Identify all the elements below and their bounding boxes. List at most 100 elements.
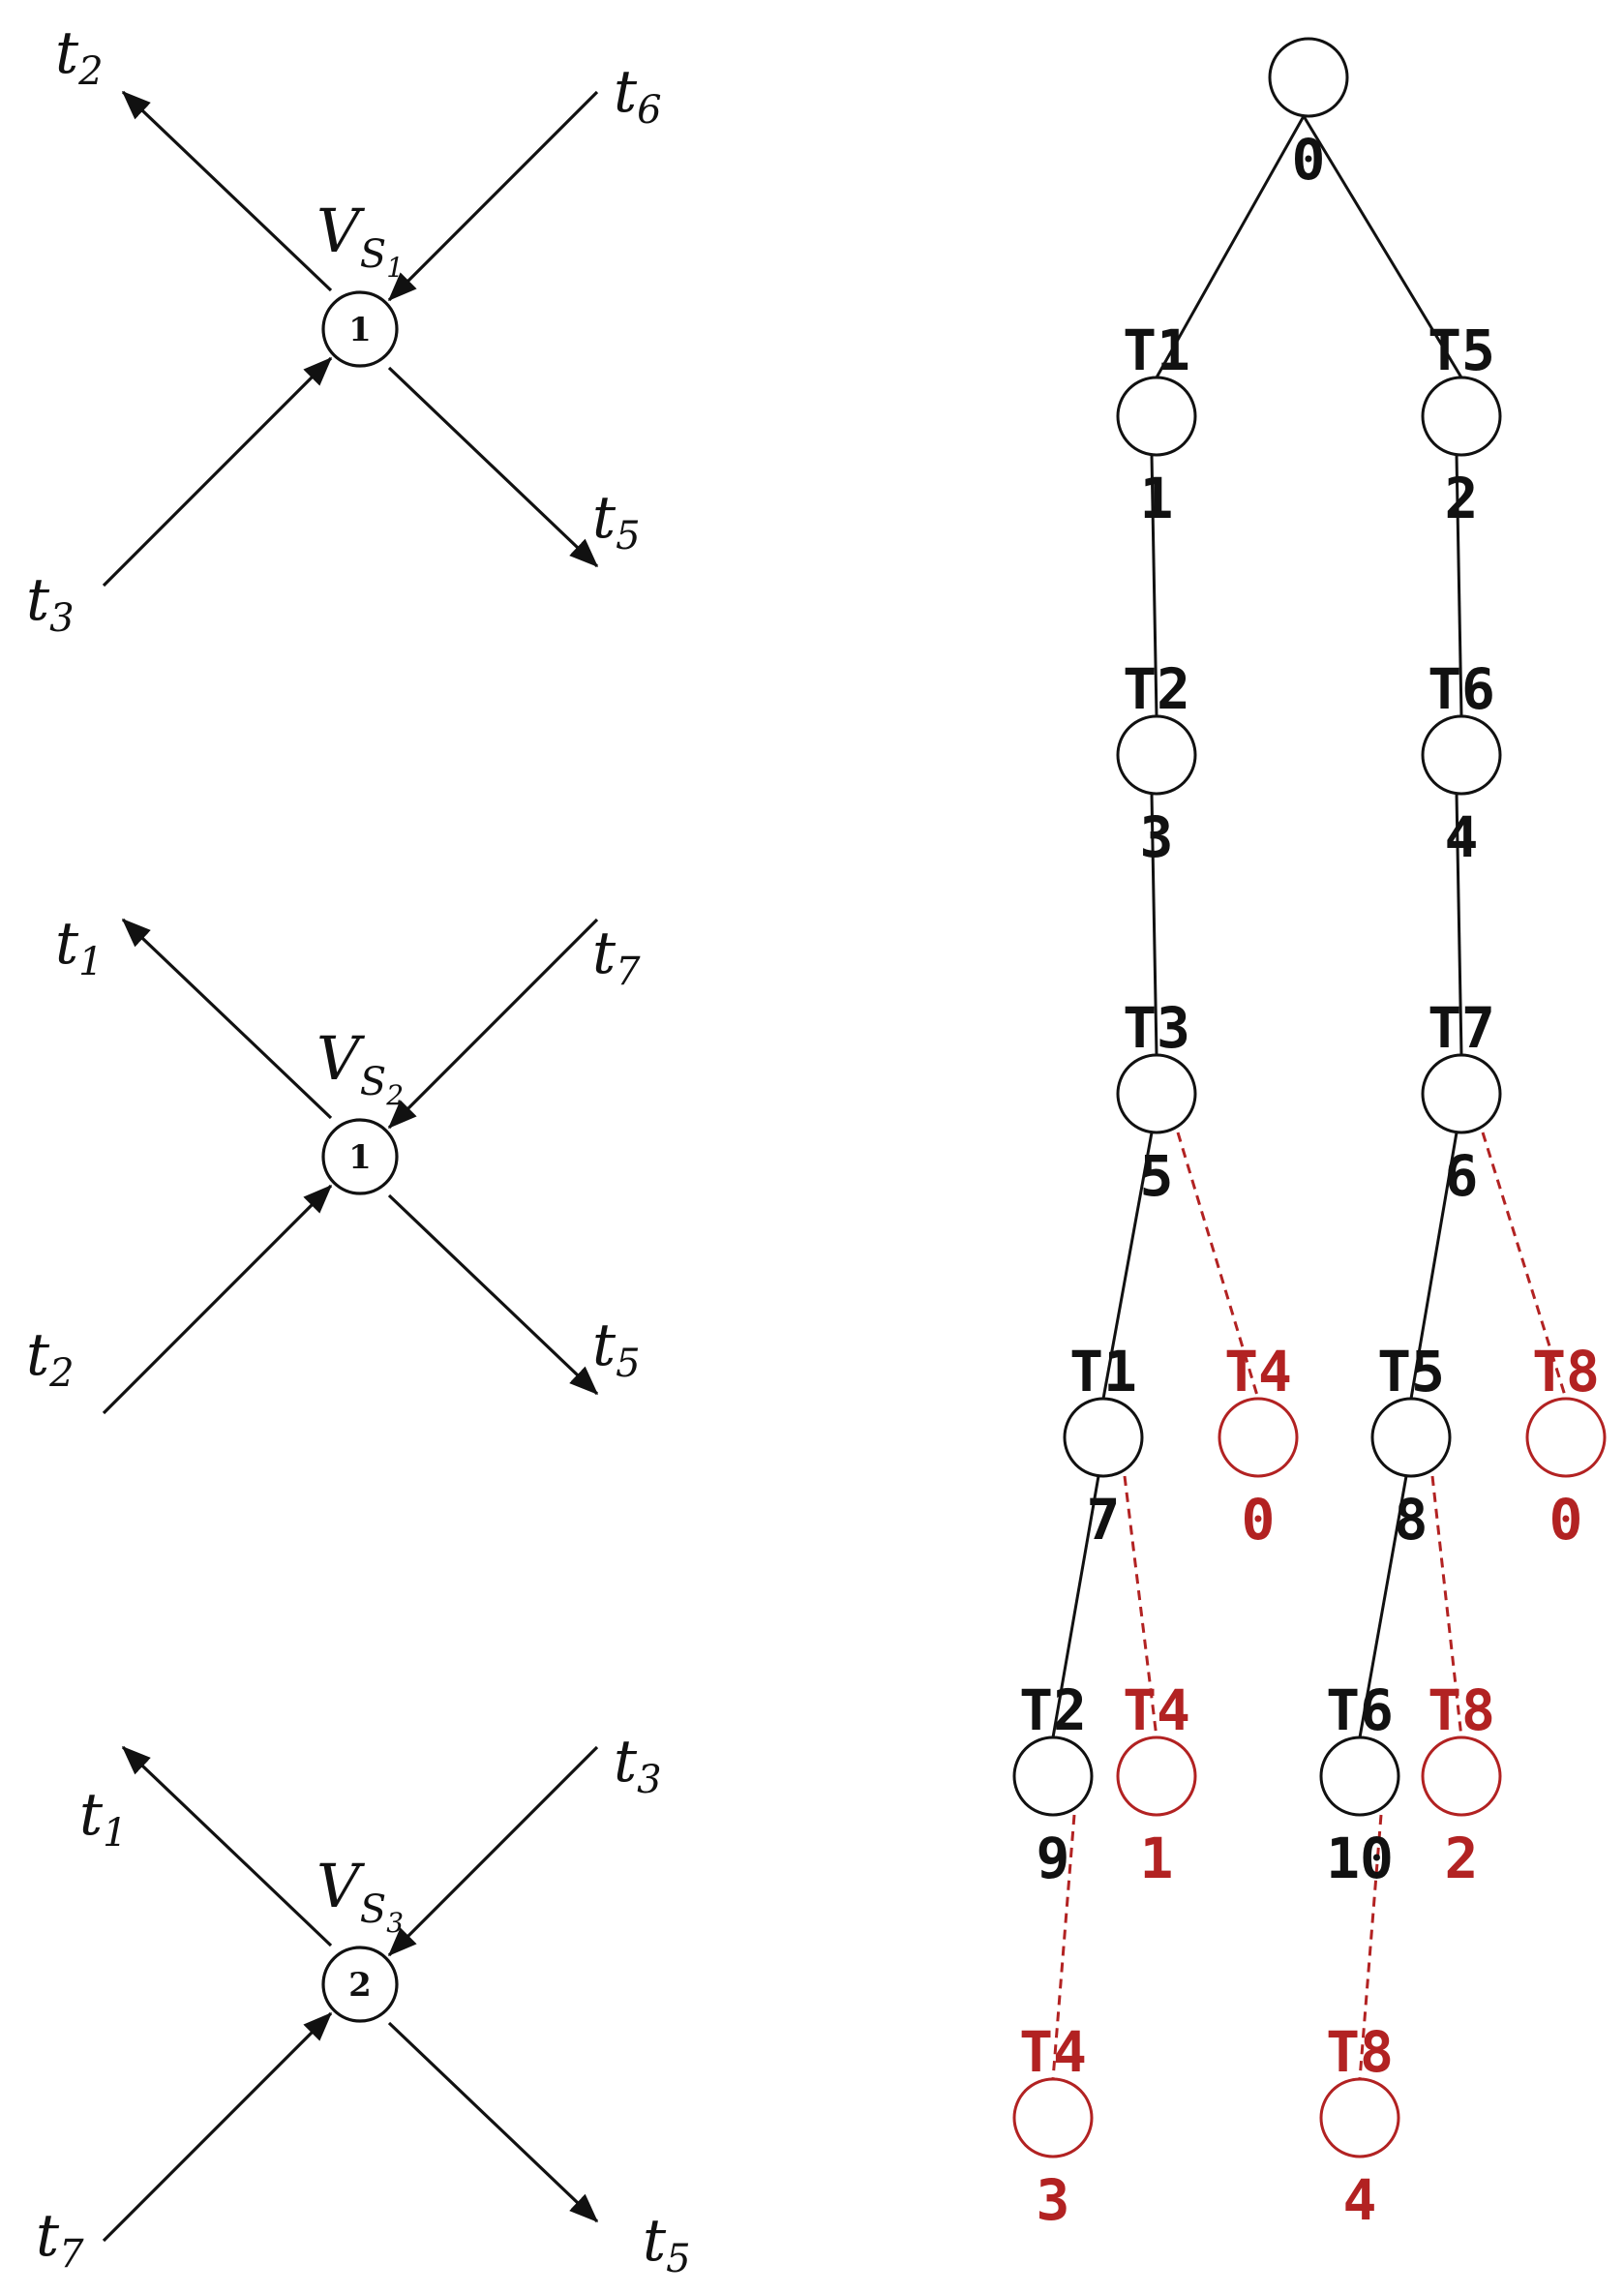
tree-edge-n9-n9r bbox=[1051, 1814, 1076, 2080]
marking-label: 8 bbox=[1395, 1487, 1429, 1553]
place-label: VS1 bbox=[316, 196, 404, 284]
marking-label: 3 bbox=[1140, 804, 1174, 870]
arc-in-bottom-left bbox=[102, 356, 333, 588]
transition-label: T6 bbox=[1326, 1677, 1394, 1743]
tree-edge-n1-n3 bbox=[1150, 454, 1158, 717]
marking-label: 6 bbox=[1445, 1143, 1479, 1209]
tree-node-circle bbox=[1116, 714, 1197, 796]
tree-node-circle bbox=[1116, 376, 1197, 457]
tree-edge-n5-n5r bbox=[1176, 1132, 1260, 1400]
tree-node-circle bbox=[1268, 37, 1349, 118]
tree-edge-n5-n7 bbox=[1101, 1132, 1154, 1400]
disabled-node-circle bbox=[1218, 1397, 1299, 1478]
marking-label: 0 bbox=[1242, 1487, 1276, 1553]
arc-in-top-right bbox=[387, 90, 599, 302]
tree-node-n8r: T82 bbox=[1421, 1677, 1502, 1891]
tree-edge-n0-n1 bbox=[1155, 115, 1306, 378]
tree-edge-n8-n10 bbox=[1358, 1475, 1408, 1738]
tree-node-circle bbox=[1116, 1053, 1197, 1134]
label-bottom-left: t3 bbox=[26, 566, 75, 641]
transition-label: T8 bbox=[1326, 2019, 1394, 2085]
tree-node-n6r: T80 bbox=[1525, 1339, 1607, 1553]
disabled-node-circle bbox=[1012, 2077, 1094, 2158]
tree-node-n4: T6 4 bbox=[1421, 656, 1502, 870]
tree-node-n6: T7 6 bbox=[1421, 995, 1502, 1209]
arc-out-bottom-right bbox=[387, 366, 599, 568]
tree-node-circle bbox=[1319, 1736, 1400, 1817]
arc-out-top-left bbox=[121, 1745, 333, 1947]
tree-nodes: 0T11T52T23T64T35T76T17T40T58T80T29T41T61… bbox=[1012, 37, 1607, 2233]
tree-edges bbox=[1051, 115, 1568, 2080]
tree-edge-n10-n10r bbox=[1358, 1814, 1383, 2080]
arc-out-top-left bbox=[121, 90, 333, 292]
disabled-node-circle bbox=[1525, 1397, 1607, 1478]
transition-label: T1 bbox=[1069, 1339, 1137, 1404]
transition-label: T4 bbox=[1019, 2019, 1087, 2085]
tree-edge-n4-n6 bbox=[1455, 793, 1463, 1056]
place-label: VS3 bbox=[316, 1851, 404, 1939]
marking-label: 4 bbox=[1445, 804, 1479, 870]
tree-node-n2: T5 2 bbox=[1421, 317, 1502, 531]
transition-label: T2 bbox=[1019, 1677, 1087, 1743]
place-node bbox=[321, 1946, 399, 2023]
label-top-left: t1 bbox=[79, 1781, 128, 1856]
arc-in-top-right bbox=[387, 1745, 599, 1957]
marking-label: 1 bbox=[1140, 466, 1174, 531]
transition-label: T7 bbox=[1428, 995, 1495, 1061]
tree-edge-n0-n2 bbox=[1302, 115, 1463, 378]
arc-in-bottom-left bbox=[102, 2011, 333, 2243]
label-bottom-right: t5 bbox=[592, 1312, 641, 1386]
transition-label: T3 bbox=[1123, 995, 1190, 1061]
disabled-node-circle bbox=[1421, 1736, 1502, 1817]
tree-node-circle bbox=[1063, 1397, 1144, 1478]
tree-edge-n3-n5 bbox=[1150, 793, 1158, 1056]
transition-label: T6 bbox=[1428, 656, 1495, 722]
marking-label: 2 bbox=[1445, 466, 1479, 531]
arc-out-top-left bbox=[121, 918, 333, 1120]
transition-label: T5 bbox=[1377, 1339, 1445, 1404]
marking-label: 9 bbox=[1037, 1826, 1070, 1891]
marking-label: 0 bbox=[1292, 127, 1326, 193]
marking-label: 3 bbox=[1037, 2167, 1070, 2233]
disabled-node-circle bbox=[1319, 2077, 1400, 2158]
place-token-count: 1 bbox=[348, 311, 372, 349]
arc-out-bottom-right bbox=[387, 2021, 599, 2223]
arc-out-bottom-right bbox=[387, 1193, 599, 1396]
transition-label: T2 bbox=[1123, 656, 1190, 722]
tree-node-n5r: T4 0 bbox=[1218, 1339, 1299, 1553]
tree-node-n0: 0 bbox=[1268, 37, 1349, 193]
tree-node-circle bbox=[1421, 1053, 1502, 1134]
arc-in-bottom-left bbox=[102, 1184, 333, 1415]
tree-edge-n7-n9 bbox=[1051, 1475, 1100, 1738]
marking-label: 1 bbox=[1140, 1826, 1174, 1891]
marking-label: 7 bbox=[1087, 1487, 1121, 1553]
tree-edge-n2-n4 bbox=[1455, 454, 1463, 717]
tree-node-n5: T35 bbox=[1116, 995, 1197, 1209]
label-bottom-right: t5 bbox=[643, 2207, 691, 2281]
label-bottom-right: t5 bbox=[592, 484, 641, 558]
tree-node-n8: T5 8 bbox=[1370, 1339, 1452, 1553]
tree-node-n1: T11 bbox=[1116, 317, 1197, 531]
tree-node-circle bbox=[1012, 1736, 1094, 1817]
transition-label: T8 bbox=[1428, 1677, 1495, 1743]
transition-label: T5 bbox=[1428, 317, 1495, 383]
label-top-right: t6 bbox=[614, 58, 662, 133]
place-node bbox=[321, 290, 399, 368]
place-label: VS2 bbox=[316, 1023, 404, 1111]
transition-label: T4 bbox=[1224, 1339, 1292, 1404]
tree-node-circle bbox=[1370, 1397, 1452, 1478]
tree-node-n3: T2 3 bbox=[1116, 656, 1197, 870]
tree-edge-n8-n8r bbox=[1430, 1475, 1463, 1738]
place-node bbox=[321, 1118, 399, 1195]
label-top-right: t7 bbox=[592, 920, 641, 994]
arc-in-top-right bbox=[387, 918, 599, 1130]
tree-edge-n6-n8 bbox=[1409, 1132, 1459, 1400]
tree-node-n7: T1 7 bbox=[1063, 1339, 1144, 1553]
tree-node-circle bbox=[1421, 714, 1502, 796]
label-top-left: t1 bbox=[55, 910, 104, 984]
disabled-node-circle bbox=[1116, 1736, 1197, 1817]
